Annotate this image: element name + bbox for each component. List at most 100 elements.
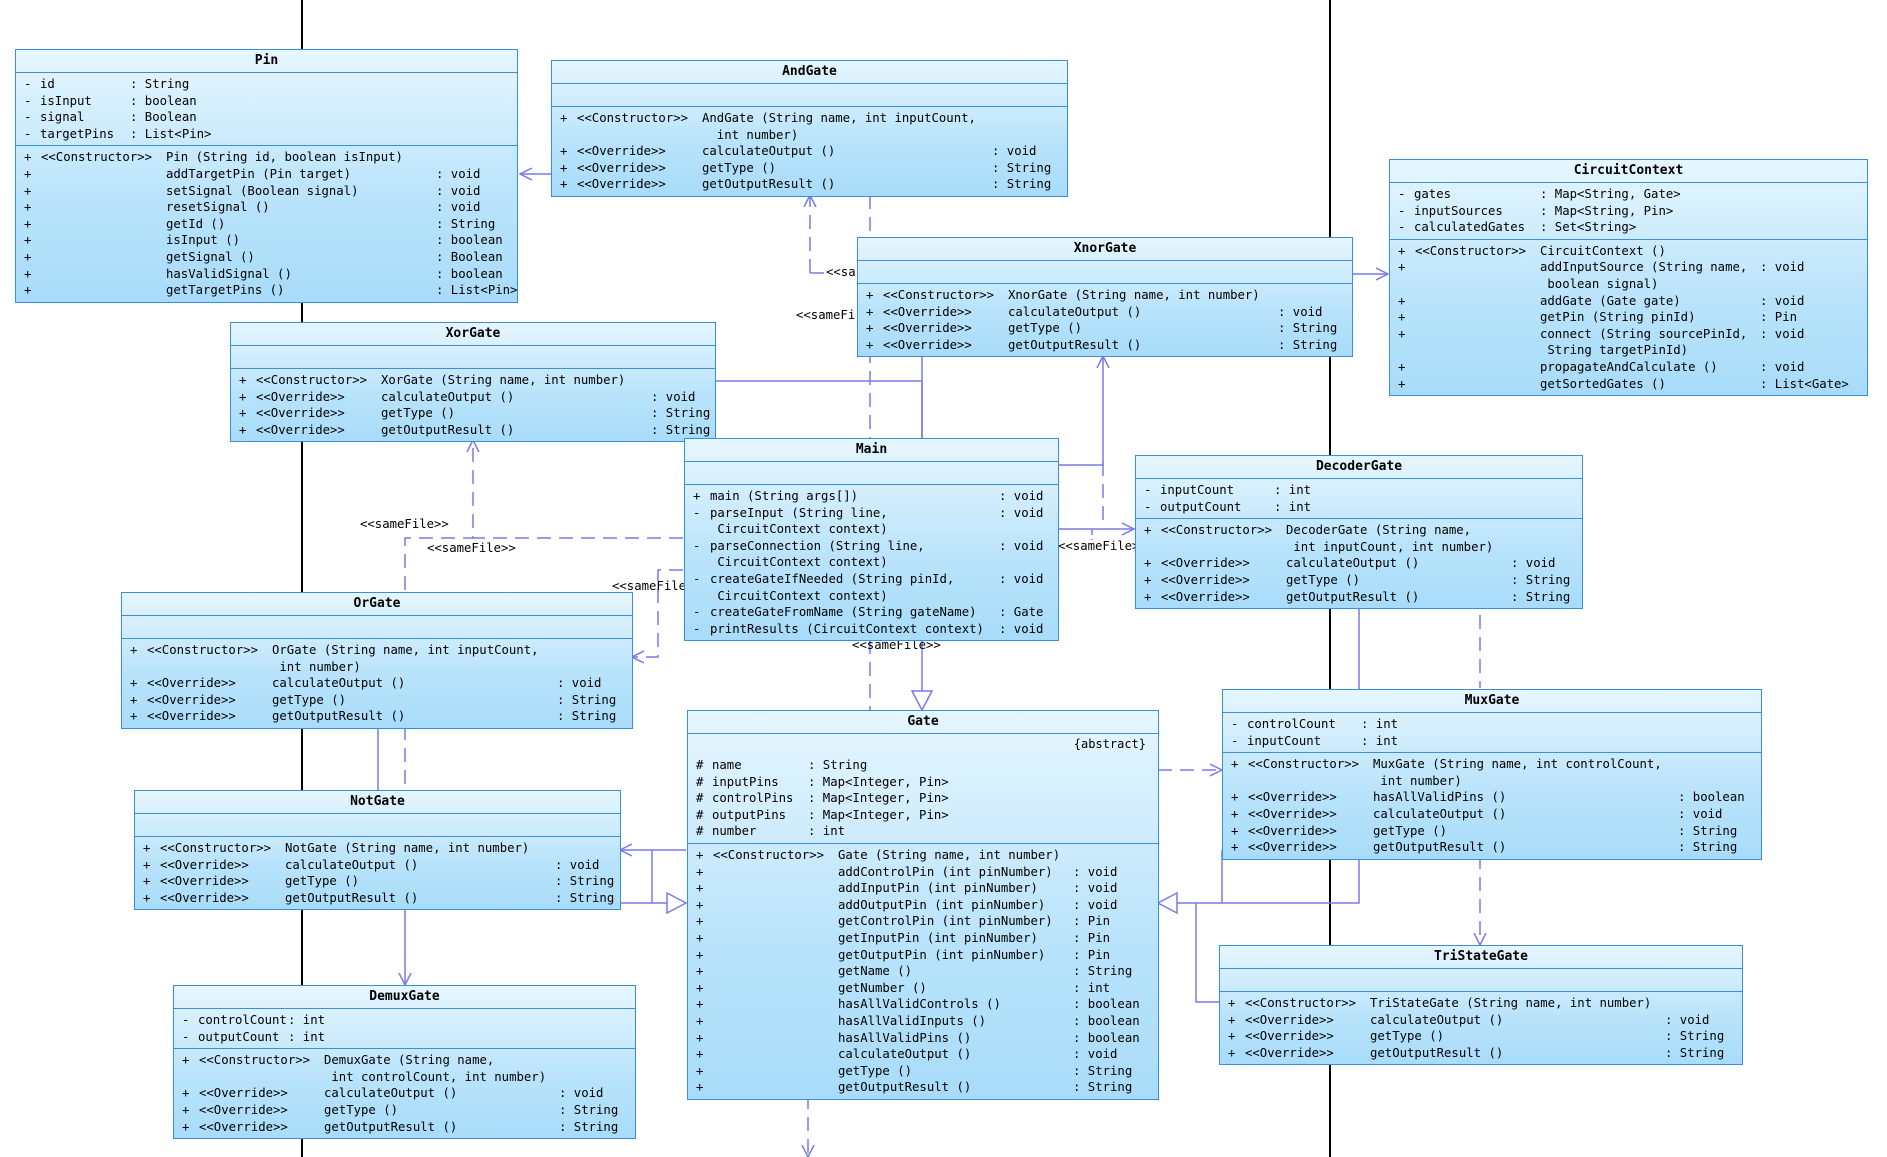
stereotype: <<Constructor>> [199, 1053, 311, 1068]
edge-label: <<sameFi [796, 308, 856, 322]
visibility: + [696, 1063, 704, 1078]
class-notgate[interactable]: NotGate+<<Constructor>>NotGate (String n… [134, 790, 621, 911]
operation-row: +<<Override>>getType (): String [1220, 1028, 1742, 1045]
class-circuitcontext[interactable]: CircuitContext-gates: Map<String, Gate>-… [1389, 159, 1868, 397]
return-type: : void [436, 166, 481, 181]
class-name: Main [685, 439, 1058, 462]
operation-signature: CircuitContext context) [710, 588, 888, 603]
visibility: + [696, 1080, 704, 1095]
visibility: - [693, 571, 701, 586]
attribute-type: : Map<Integer, Pin> [808, 774, 949, 789]
return-type: : boolean [1073, 997, 1140, 1012]
operation-row: int number) [552, 127, 1067, 144]
class-xnorgate[interactable]: XnorGate+<<Constructor>>XnorGate (String… [857, 237, 1353, 358]
operation-row: +getOutputResult (): String [688, 1079, 1158, 1096]
operation-row: +<<Constructor>>XorGate (String name, in… [231, 372, 715, 389]
attribute-row: -signal: Boolean [16, 109, 517, 126]
visibility: - [182, 1029, 190, 1044]
class-gate[interactable]: Gate{abstract}#name: String#inputPins: M… [687, 710, 1159, 1100]
operation-signature: getControlPin (int pinNumber) [838, 914, 1053, 929]
operation-row: +<<Override>>getOutputResult (): String [1136, 589, 1582, 606]
attribute-compartment: -gates: Map<String, Gate>-inputSources: … [1390, 183, 1867, 240]
visibility: + [239, 389, 247, 404]
stereotype: <<Override>> [256, 406, 345, 421]
attribute-type: : int [1274, 483, 1312, 497]
class-decodergate[interactable]: DecoderGate-inputCount: int-outputCount:… [1135, 455, 1583, 610]
visibility: + [24, 233, 32, 248]
operation-signature: calculateOutput () [272, 676, 406, 691]
operation-signature: hasAllValidPins () [1373, 790, 1507, 805]
class-orgate[interactable]: OrGate+<<Constructor>>OrGate (String nam… [121, 592, 633, 729]
stereotype: <<Override>> [256, 389, 345, 404]
class-demuxgate[interactable]: DemuxGate-controlCount: int-outputCount:… [173, 985, 636, 1140]
operation-signature: getId () [166, 216, 226, 231]
operation-row: +hasAllValidInputs (): boolean [688, 1013, 1158, 1030]
return-type: : Pin [1760, 310, 1798, 325]
stereotype: <<Constructor>> [713, 847, 825, 862]
visibility: + [239, 406, 247, 421]
class-andgate[interactable]: AndGate+<<Constructor>>AndGate (String n… [551, 60, 1068, 197]
operation-signature: createGateFromName (String gateName) [710, 605, 977, 620]
visibility: - [693, 605, 701, 620]
operation-row: +<<Override>>getOutputResult (): String [174, 1119, 635, 1136]
class-muxgate[interactable]: MuxGate-controlCount: int-inputCount: in… [1222, 689, 1762, 860]
operation-row: +main (String args[]): void [685, 488, 1058, 505]
attribute-name: outputCount [198, 1029, 280, 1044]
operation-row: +<<Override>>calculateOutput (): void [135, 857, 620, 874]
class-tristategate[interactable]: TriStateGate+<<Constructor>>TriStateGate… [1219, 945, 1743, 1066]
operation-row: +<<Override>>getType (): String [122, 692, 632, 709]
operation-compartment: +<<Constructor>>XorGate (String name, in… [231, 369, 715, 441]
attribute-type: : int [1274, 499, 1312, 514]
operation-row: -parseInput (String line,: void [685, 505, 1058, 522]
operation-signature: calculateOutput () [838, 1047, 972, 1062]
return-type: : boolean [1073, 1013, 1140, 1028]
operation-signature: main (String args[]) [710, 489, 859, 503]
operation-row: +<<Override>>getOutputResult (): String [231, 422, 715, 439]
operation-signature: calculateOutput () [1286, 556, 1420, 571]
attribute-compartment: -id: String-isInput: boolean-signal: Boo… [16, 73, 517, 147]
attribute-type: : Boolean [130, 110, 197, 125]
stereotype: <<Override>> [147, 676, 236, 691]
class-pin[interactable]: Pin-id: String-isInput: boolean-signal: … [15, 49, 518, 303]
visibility: + [24, 283, 32, 298]
operation-signature: isInput () [166, 233, 241, 248]
operation-compartment: +<<Constructor>>DemuxGate (String name, … [174, 1049, 635, 1138]
return-type: : void [651, 389, 696, 404]
class-main[interactable]: Main+main (String args[]): void-parseInp… [684, 438, 1059, 642]
attribute-row: -id: String [16, 76, 517, 93]
operation-row: +addControlPin (int pinNumber): void [688, 864, 1158, 881]
stereotype: <<Constructor>> [41, 150, 153, 165]
operation-row: CircuitContext context) [685, 588, 1058, 605]
visibility: + [239, 373, 247, 387]
visibility: + [24, 216, 32, 231]
operation-signature: getType () [1370, 1029, 1445, 1044]
stereotype: <<Override>> [1248, 823, 1337, 838]
class-name: DemuxGate [174, 986, 635, 1009]
return-type: : void [999, 489, 1044, 503]
visibility: + [560, 160, 568, 175]
visibility: + [24, 249, 32, 264]
return-type: : String [555, 890, 615, 905]
operation-row: +<<Constructor>>AndGate (String name, in… [552, 110, 1067, 127]
return-type: : void [999, 505, 1044, 520]
operation-row: +getName (): String [688, 963, 1158, 980]
visibility: - [1144, 499, 1152, 514]
operation-row: +propagateAndCalculate (): void [1390, 359, 1867, 376]
attribute-row: -targetPins: List<Pin> [16, 126, 517, 143]
attribute-name: outputPins [712, 807, 787, 822]
operation-row: int controlCount, int number) [174, 1069, 635, 1086]
operation-signature: getOutputResult () [702, 177, 836, 192]
stereotype: <<Override>> [1248, 790, 1337, 805]
attribute-row: -inputCount: int [1136, 482, 1582, 499]
visibility: # [696, 758, 704, 772]
visibility: - [693, 621, 701, 636]
attribute-name: name [712, 758, 742, 772]
operation-compartment: +<<Constructor>>NotGate (String name, in… [135, 837, 620, 909]
visibility: - [182, 1013, 190, 1027]
visibility: + [560, 111, 568, 125]
class-xorgate[interactable]: XorGate+<<Constructor>>XorGate (String n… [230, 322, 716, 443]
operation-row: +<<Override>>getType (): String [858, 320, 1352, 337]
attribute-type: : Map<Integer, Pin> [808, 791, 949, 806]
visibility: + [1228, 996, 1236, 1010]
operation-row: +<<Override>>calculateOutput (): void [122, 675, 632, 692]
